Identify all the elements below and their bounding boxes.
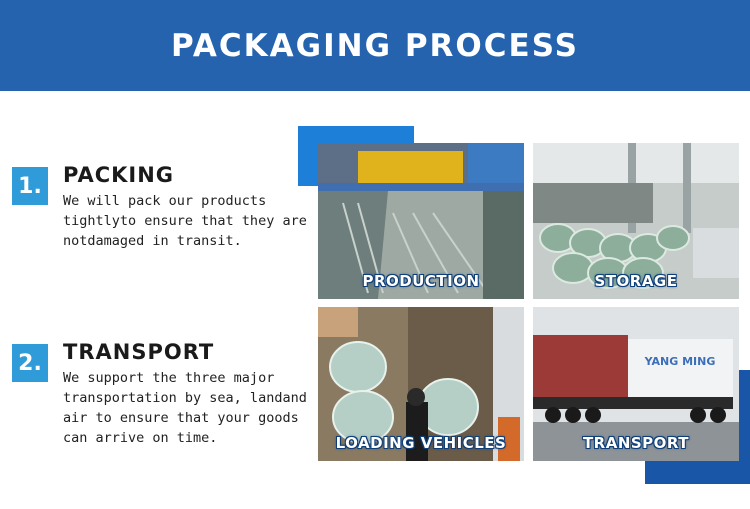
photo-label: STORAGE	[594, 272, 678, 290]
step-number-badge: 2.	[12, 344, 48, 382]
loading-image	[318, 307, 524, 461]
transport-image: YANG MING	[533, 307, 739, 461]
photo-storage: STORAGE	[533, 143, 739, 299]
step-text-line: notdamaged in transit.	[63, 233, 242, 249]
step-title: TRANSPORT	[63, 340, 215, 364]
step-text-line: air to ensure that your goods	[63, 410, 299, 426]
page-title: PACKAGING PROCESS	[171, 27, 579, 64]
photo-label: LOADING VEHICLES	[335, 434, 507, 452]
photo-transport: YANG MING TRANSPORT	[533, 307, 739, 461]
step-number-badge: 1.	[12, 167, 48, 205]
step-text-line: We will pack our products	[63, 193, 267, 209]
step-text-line: We support the three major	[63, 370, 275, 386]
photo-loading-vehicles: LOADING VEHICLES	[318, 307, 524, 461]
step-description: We will pack our products tightlyto ensu…	[63, 191, 308, 251]
storage-image	[533, 143, 739, 299]
step-description: We support the three major transportatio…	[63, 368, 308, 448]
photo-label: TRANSPORT	[582, 434, 690, 452]
step-text-line: can arrive on time.	[63, 430, 218, 446]
production-image	[318, 143, 524, 299]
header-banner: PACKAGING PROCESS	[0, 0, 750, 91]
photo-production: PRODUCTION	[318, 143, 524, 299]
step-title: PACKING	[63, 163, 175, 187]
step-text-line: tightlyto ensure that they are	[63, 213, 307, 229]
photo-label: PRODUCTION	[362, 272, 480, 290]
step-text-line: transportation by sea, landand	[63, 390, 307, 406]
container-brand-text: YANG MING	[644, 355, 716, 368]
